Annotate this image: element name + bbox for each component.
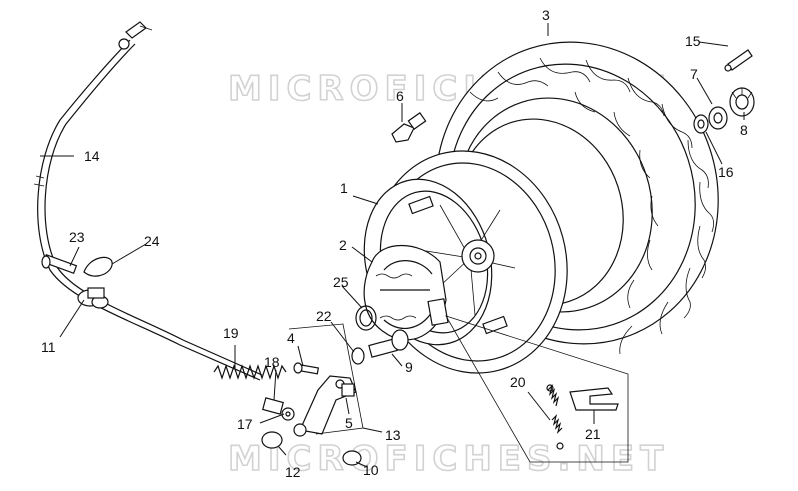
oring-25 [355,305,377,331]
nut-10 [342,450,362,466]
callout-15: 15 [685,33,701,49]
pin-12 [261,431,283,449]
callout-5: 5 [345,415,353,431]
washer-16 [693,114,709,134]
callout-21: 21 [585,426,601,442]
callout-22: 22 [316,308,332,324]
callout-20: 20 [510,374,526,390]
callout-13: 13 [385,427,401,443]
callout-24: 24 [144,233,160,249]
callout-17: 17 [237,416,253,432]
cable-clip-24 [83,256,113,277]
cable-bracket-11 [77,287,109,309]
callout-7: 7 [690,66,698,82]
pin-18 [262,397,284,415]
callout-23: 23 [69,229,85,245]
callout-25: 25 [333,274,349,290]
nut-7 [708,106,728,130]
callout-19: 19 [223,325,239,341]
callout-18: 18 [264,354,280,370]
watermark-bottom: MICROFICHES.NET [228,439,669,479]
callout-labels: 3 1 2 6 15 7 8 16 14 23 24 11 25 22 9 19… [41,7,748,480]
leader-lines [40,23,745,468]
group-bracket-20-21 [445,315,629,463]
spring-19 [213,364,287,380]
callout-3: 3 [542,7,550,23]
callout-14: 14 [84,148,100,164]
block-5 [341,383,355,397]
washer-17 [281,407,295,421]
callout-11: 11 [41,339,56,355]
callout-10: 10 [363,462,379,478]
callout-9: 9 [405,359,413,375]
callout-8: 8 [740,122,748,138]
cotter-pin [724,49,753,72]
bolt-4 [293,362,320,375]
bolt-23 [41,253,78,275]
brake-cable [33,21,263,381]
valve [391,112,427,143]
group-bracket-13 [288,323,364,435]
brake-cam-9 [368,329,409,358]
callout-6: 6 [396,88,404,104]
spring-20 [546,384,564,450]
callout-1: 1 [340,180,348,196]
oring-22 [351,347,365,365]
clip-21 [569,387,619,411]
callout-12: 12 [285,464,301,480]
callout-16: 16 [718,164,734,180]
castle-nut-8 [729,87,755,117]
callout-4: 4 [287,330,295,346]
callout-2: 2 [339,237,347,253]
brake-shoes [363,244,449,341]
